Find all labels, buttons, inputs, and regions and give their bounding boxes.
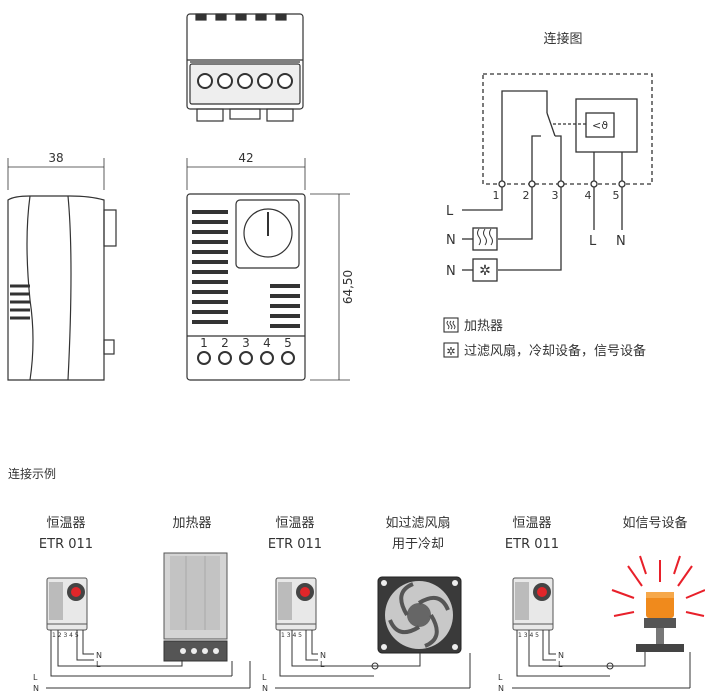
front-view-drawing xyxy=(186,158,350,381)
thermostat-module-3: 1 3 4 5 xyxy=(512,577,554,639)
thermostat-module-2: 1 3 4 5 xyxy=(275,577,317,639)
heater-device xyxy=(163,552,228,662)
svg-text:5: 5 xyxy=(613,189,620,202)
svg-text:N: N xyxy=(320,651,326,660)
svg-text:3: 3 xyxy=(242,336,250,350)
legend-fan-icon xyxy=(443,342,459,358)
svg-text:5: 5 xyxy=(284,336,292,350)
svg-text:✲: ✲ xyxy=(446,345,455,358)
svg-text:L: L xyxy=(498,673,503,682)
examples-title: 连接示例 xyxy=(8,466,56,481)
top-view-drawing xyxy=(186,13,304,122)
svg-text:ETR 011: ETR 011 xyxy=(505,537,559,552)
wiring-title: 连接图 xyxy=(543,31,582,47)
svg-text:恒温器: 恒温器 xyxy=(512,516,551,531)
svg-text:L: L xyxy=(320,660,325,669)
legend-heater-icon xyxy=(443,317,459,333)
svg-text:N: N xyxy=(33,684,39,693)
svg-text:ETR 011: ETR 011 xyxy=(268,537,322,552)
svg-text:L: L xyxy=(558,660,563,669)
svg-text:加热器: 加热器 xyxy=(172,516,211,531)
svg-text:N: N xyxy=(498,684,504,693)
signal-lamp-device xyxy=(611,555,705,652)
svg-text:用于冷却: 用于冷却 xyxy=(392,537,444,552)
wiring-diagram xyxy=(462,73,653,282)
svg-text:2: 2 xyxy=(221,336,229,350)
dim-depth-label: 42 xyxy=(238,151,253,165)
svg-text:L: L xyxy=(262,673,267,682)
example-wiring xyxy=(46,630,691,689)
fan-device xyxy=(377,576,462,654)
svg-text:4: 4 xyxy=(585,189,592,202)
svg-text:如过滤风扇: 如过滤风扇 xyxy=(385,515,450,531)
svg-text:恒温器: 恒温器 xyxy=(46,516,85,531)
svg-text:恒温器: 恒温器 xyxy=(275,516,314,531)
svg-text:N: N xyxy=(446,233,456,248)
svg-text:N: N xyxy=(616,234,626,249)
svg-text:ETR 011: ETR 011 xyxy=(39,537,93,552)
legend-fan-label: 过滤风扇，冷却设备，信号设备 xyxy=(464,343,646,359)
wiring-line-labels: L N N L N xyxy=(446,204,626,279)
thermostat-module-1: 1 2 3 4 5 xyxy=(46,577,88,639)
svg-text:L: L xyxy=(446,204,454,219)
svg-text:如信号设备: 如信号设备 xyxy=(622,515,687,531)
sensor-symbol: <ϑ xyxy=(592,119,608,132)
svg-text:1 2 3 4 5: 1 2 3 4 5 xyxy=(52,632,79,639)
svg-text:N: N xyxy=(262,684,268,693)
wiring-terminal-numbers: 1 2 3 4 5 xyxy=(493,189,620,202)
svg-text:L: L xyxy=(589,234,597,249)
example-line-labels: L N N L L N N L L N N L xyxy=(33,651,564,693)
svg-text:1: 1 xyxy=(200,336,208,350)
front-terminal-numbers: 1 2 3 4 5 xyxy=(200,336,292,350)
svg-text:2: 2 xyxy=(523,189,530,202)
svg-text:3: 3 xyxy=(552,189,559,202)
svg-text:1: 1 xyxy=(493,189,500,202)
svg-text:L: L xyxy=(33,673,38,682)
legend-heater-label: 加热器 xyxy=(464,319,503,334)
dim-width-label: 38 xyxy=(48,151,63,165)
fan-symbol-icon: ✲ xyxy=(479,263,491,279)
dim-height-label: 64,50 xyxy=(341,270,355,304)
svg-text:N: N xyxy=(446,264,456,279)
svg-text:4: 4 xyxy=(263,336,271,350)
example-labels: 恒温器 ETR 011 加热器 恒温器 ETR 011 如过滤风扇 用于冷却 恒… xyxy=(39,515,688,552)
svg-text:N: N xyxy=(96,651,102,660)
svg-text:N: N xyxy=(558,651,564,660)
svg-text:L: L xyxy=(96,660,101,669)
side-view-drawing xyxy=(7,158,117,381)
